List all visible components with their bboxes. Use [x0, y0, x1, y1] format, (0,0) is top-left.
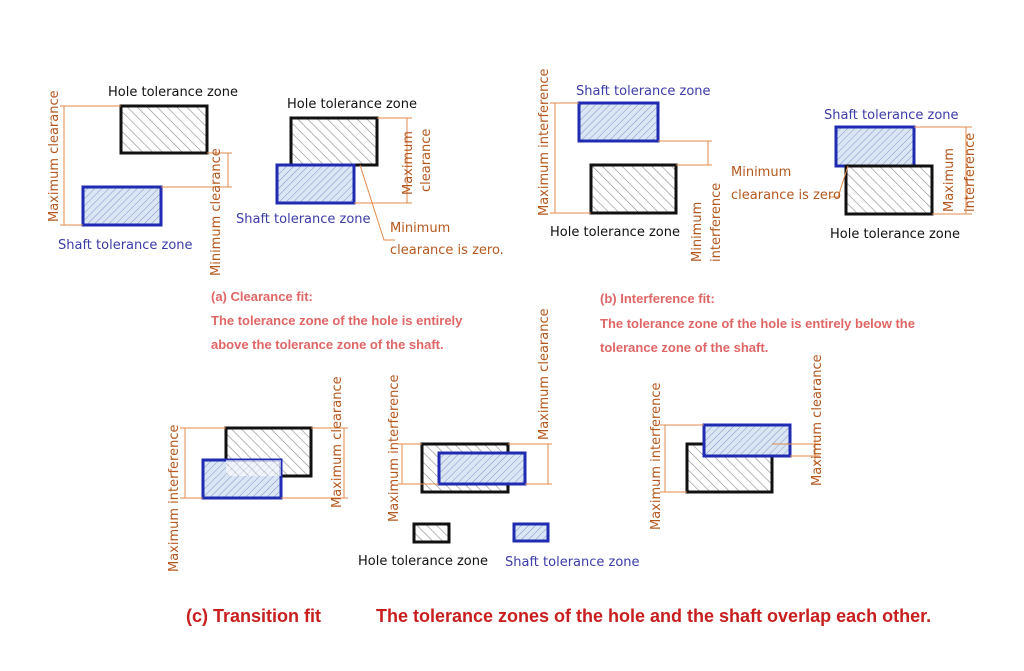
min-clearance-is-zero-label-1: Minimum [731, 165, 791, 180]
max-interference-label: Maximum interference [387, 375, 402, 523]
caption-a-line2: above the tolerance zone of the shaft. [211, 337, 444, 352]
hole-zone-rect [289, 116, 379, 167]
max-clearance-label: Maximum clearance [47, 90, 62, 222]
max-interference-label: Maximum interference [649, 383, 664, 531]
max-interference-label-1: Maximum [942, 148, 957, 212]
max-clearance-label: Maximum clearance [537, 308, 552, 440]
caption-b: (b) Interference fit: The tolerance zone… [600, 291, 915, 355]
interference-fit-left: Shaft tolerance zone Hole tolerance zone… [537, 69, 724, 263]
legend-hole-label: Hole tolerance zone [358, 554, 488, 569]
interference-fit-right: Shaft tolerance zone Hole tolerance zone… [731, 108, 978, 242]
min-clearance-is-zero-label-2: clearance is zero [731, 188, 841, 203]
leader-line [359, 164, 395, 241]
clearance-fit-left: Hole tolerance zone Shaft tolerance zone… [47, 85, 238, 276]
transition-fit-left: Maximum interference Maximum clearance [167, 376, 348, 572]
max-clearance-label-1: Maximum [401, 131, 416, 195]
shaft-zone-label: Shaft tolerance zone [576, 84, 711, 99]
shaft-zone-rect [275, 163, 356, 205]
max-clearance-label: Maximum clearance [810, 354, 825, 486]
transition-fit-middle: Maximum interference Maximum clearance H… [358, 308, 640, 570]
min-clearance-zero-label-2: clearance is zero. [390, 243, 504, 258]
hole-zone-rect [844, 164, 934, 216]
overlap-region [226, 460, 281, 476]
transition-fit-title: (c) Transition fit [186, 606, 321, 626]
legend-shaft-swatch [512, 522, 550, 543]
shaft-zone-rect [702, 423, 792, 458]
min-clearance-zero-label-1: Minimum [390, 221, 450, 236]
hole-zone-label: Hole tolerance zone [108, 85, 238, 100]
max-clearance-label: Maximum clearance [330, 376, 345, 508]
hole-zone-rect [589, 163, 678, 215]
shaft-zone-label: Shaft tolerance zone [236, 212, 371, 227]
shaft-zone-rect [437, 451, 527, 486]
hole-zone-rect [119, 104, 209, 155]
min-interference-label-2: interference [709, 183, 724, 262]
shaft-zone-label: Shaft tolerance zone [58, 238, 193, 253]
hole-zone-label: Hole tolerance zone [287, 97, 417, 112]
min-clearance-label: Minimum clearance [209, 148, 224, 276]
caption-b-line1: The tolerance zone of the hole is entire… [600, 316, 915, 331]
caption-a: (a) Clearance fit: The tolerance zone of… [211, 289, 463, 352]
transition-fit-description: The tolerance zones of the hole and the … [376, 606, 931, 626]
transition-fit-right: Maximum interference Maximum clearance [649, 354, 825, 530]
max-interference-label: Maximum interference [167, 425, 182, 573]
shaft-zone-rect [577, 101, 660, 143]
clearance-fit-right: Hole tolerance zone Shaft tolerance zone… [236, 97, 504, 258]
caption-b-title: (b) Interference fit: [600, 291, 715, 306]
caption-a-line1: The tolerance zone of the hole is entire… [211, 313, 463, 328]
leader-line [830, 165, 849, 198]
hole-zone-label: Hole tolerance zone [830, 227, 960, 242]
legend-shaft-label: Shaft tolerance zone [505, 555, 640, 570]
hole-zone-label: Hole tolerance zone [550, 225, 680, 240]
max-interference-label-2: interference [963, 133, 978, 212]
max-clearance-label-2: clearance [419, 129, 434, 192]
caption-b-line2: tolerance zone of the shaft. [600, 340, 768, 355]
shaft-zone-rect [834, 125, 916, 168]
shaft-zone-rect [81, 185, 163, 227]
max-interference-label: Maximum interference [537, 69, 552, 217]
min-interference-label-1: Minimum [690, 202, 705, 262]
caption-a-title: (a) Clearance fit: [211, 289, 313, 304]
legend-hole-swatch [412, 522, 451, 544]
shaft-zone-label: Shaft tolerance zone [824, 108, 959, 123]
